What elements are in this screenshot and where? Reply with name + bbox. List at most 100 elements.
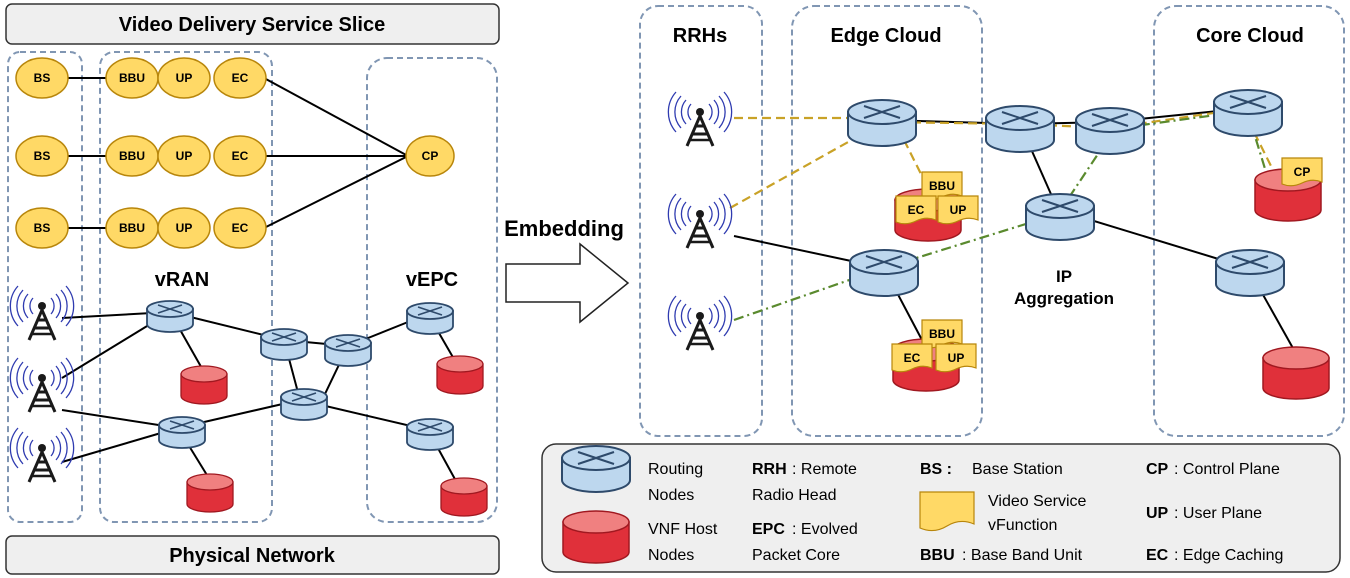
slice-title-box — [5, 3, 500, 45]
rrh-tower-icon — [666, 294, 734, 352]
rrh-tower-icon — [666, 90, 734, 148]
bs-node-label: BS — [34, 221, 51, 235]
bbu-node-label: BBU — [119, 149, 145, 163]
core-cloud-label: Core Cloud — [1196, 25, 1304, 47]
router-icon — [324, 334, 372, 367]
legend-ec-abbr: EC — [1146, 547, 1169, 564]
rrh-tower-icon — [8, 356, 76, 414]
up-node — [157, 135, 211, 177]
router-icon — [1215, 249, 1285, 297]
left-panel: Video Delivery Service Slice BS BBU UP E… — [5, 3, 500, 575]
rrh-column — [639, 5, 763, 437]
router-icon — [260, 328, 308, 361]
edge-cloud-label: Edge Cloud — [830, 25, 941, 47]
bs-node-label: BS — [34, 71, 51, 85]
edge-cloud-column — [791, 5, 983, 437]
vepc-column — [366, 57, 498, 523]
vnf-host-icon — [1262, 346, 1330, 400]
legend-vnf-2: Nodes — [648, 547, 694, 564]
rrh-tower-icon — [8, 284, 76, 342]
vf-bbu-label: BBU — [929, 327, 955, 341]
vf-up-label: UP — [948, 351, 965, 365]
router-icon — [406, 302, 454, 335]
vfunction-group-upper: BBU UP EC — [895, 171, 979, 225]
ec-node-label: EC — [232, 149, 249, 163]
ec-node — [213, 57, 267, 99]
physical-title-box — [5, 535, 500, 575]
legend-epc-1: : Evolved — [792, 521, 858, 538]
vfunction-icon — [919, 491, 975, 532]
rrh-label: RRHs — [673, 25, 727, 47]
vf-ec-label: EC — [904, 351, 921, 365]
legend-epc-2: Packet Core — [752, 547, 840, 564]
legend-bs-abbr: BS : — [920, 461, 952, 478]
slice-title: Video Delivery Service Slice — [119, 14, 385, 36]
bs-node — [15, 57, 69, 99]
legend-vs-1: Video Service — [988, 493, 1087, 510]
vf-up-label: UP — [950, 203, 967, 217]
vf-bbu-label: BBU — [929, 179, 955, 193]
up-node-label: UP — [176, 221, 193, 235]
vran-column — [99, 51, 273, 523]
core-cloud-column — [1153, 5, 1345, 437]
slice-chain-row-2: BS BBU UP EC — [15, 135, 267, 177]
vnf-host-icon — [180, 365, 228, 405]
vfunction-cp: CP — [1281, 157, 1323, 187]
legend-cp-text: : Control Plane — [1174, 461, 1280, 478]
legend-rrh-1: : Remote — [792, 461, 857, 478]
router-icon — [1213, 89, 1283, 137]
embedding-label: Embedding — [504, 216, 624, 241]
vnf-host-icon — [186, 473, 234, 513]
legend-ec-text: : Edge Caching — [1174, 547, 1283, 564]
bs-node — [15, 207, 69, 249]
legend-routing-2: Nodes — [648, 487, 694, 504]
ec-node-label: EC — [232, 221, 249, 235]
ec-node — [213, 207, 267, 249]
router-icon — [158, 416, 206, 449]
router-icon — [985, 105, 1055, 153]
router-icon — [561, 445, 631, 493]
router-icon — [1075, 107, 1145, 155]
router-icon — [849, 249, 919, 297]
legend-rrh-abbr: RRH — [752, 461, 787, 478]
vnf-host-icon — [436, 355, 484, 395]
bbu-node-label: BBU — [119, 221, 145, 235]
bbu-node-label: BBU — [119, 71, 145, 85]
router-icon — [847, 99, 917, 147]
up-node-label: UP — [176, 149, 193, 163]
up-node-label: UP — [176, 71, 193, 85]
slice-chain-row-1: BS BBU UP EC — [15, 57, 267, 99]
legend-bbu-abbr: BBU — [920, 547, 955, 564]
rrh-tower-icon — [8, 426, 76, 484]
legend-rrh-2: Radio Head — [752, 487, 837, 504]
ip-aggregation-label-2: Aggregation — [1014, 289, 1114, 308]
slice-chain-row-3: BS BBU UP EC — [15, 207, 267, 249]
up-node — [157, 207, 211, 249]
bs-node — [15, 135, 69, 177]
cp-node — [405, 135, 455, 177]
ec-node — [213, 135, 267, 177]
rrh-tower-icon — [666, 192, 734, 250]
bs-column — [7, 51, 83, 523]
legend-up-abbr: UP — [1146, 505, 1169, 522]
vnf-host-icon — [440, 477, 488, 517]
router-icon — [1025, 193, 1095, 241]
router-icon — [280, 388, 328, 421]
arrow-right-icon — [505, 242, 630, 324]
legend-vs-2: vFunction — [988, 517, 1057, 534]
legend-up-text: : User Plane — [1174, 505, 1262, 522]
embedding-arrow: Embedding — [504, 216, 630, 324]
right-panel: RRHs Edge Cloud Core Cloud — [639, 5, 1345, 437]
legend-cp-abbr: CP — [1146, 461, 1169, 478]
ip-aggregation-label: IP — [1056, 267, 1072, 286]
vepc-label: vEPC — [406, 269, 458, 291]
bs-node-label: BS — [34, 149, 51, 163]
legend-bbu-text: : Base Band Unit — [962, 547, 1083, 564]
router-icon — [406, 418, 454, 451]
vf-ec-label: EC — [908, 203, 925, 217]
physical-title: Physical Network — [169, 545, 336, 567]
legend: Routing Nodes VNF Host Nodes RRH : Remot… — [541, 443, 1341, 573]
legend-epc-abbr: EPC — [752, 521, 785, 538]
vfunction-group-lower: BBU UP EC — [891, 319, 977, 373]
